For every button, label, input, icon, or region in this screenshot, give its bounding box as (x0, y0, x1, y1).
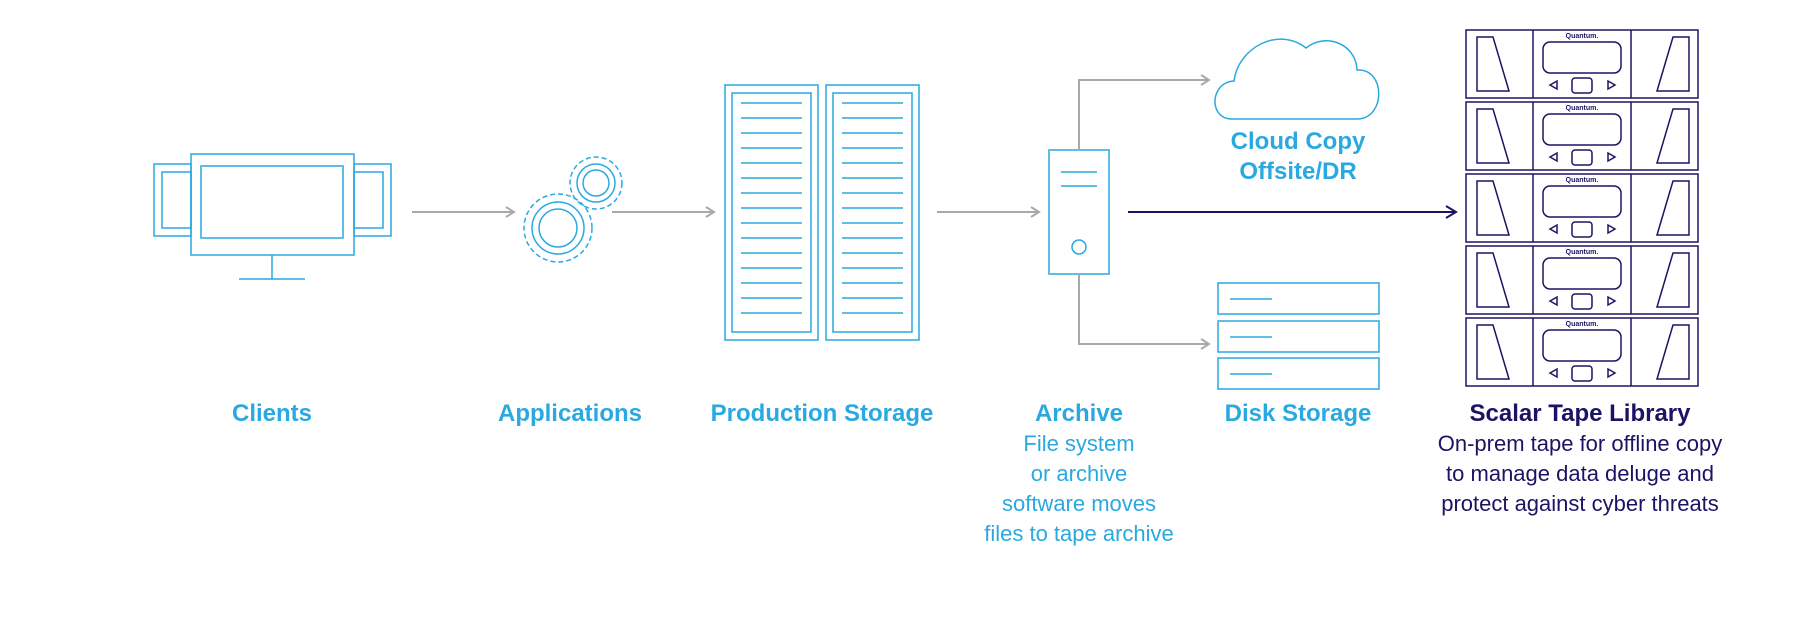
tape-slot-left (1476, 324, 1511, 380)
archive-desc-line: software moves (1001, 491, 1157, 516)
tape-module: Quantum. (1465, 245, 1699, 315)
tape-slot-right (1655, 324, 1690, 380)
disk-storage-label: Disk Storage (1224, 400, 1372, 427)
tape-slot-right (1655, 108, 1690, 164)
archive-label: Archive (1034, 400, 1124, 427)
tape-slot-left (1476, 180, 1511, 236)
tape-display (1542, 329, 1622, 362)
archive-label-group: Archive File system or archive software … (959, 399, 1199, 549)
archive-desc-line: or archive (1030, 461, 1128, 486)
cloud-copy-label-group: Cloud Copy Offsite/DR (1178, 127, 1418, 187)
tape-button (1571, 77, 1593, 94)
clients-label: Clients (231, 400, 312, 427)
tape-slot-left (1476, 36, 1511, 92)
tape-display (1542, 113, 1622, 146)
quantum-brand-logo: Quantum. (1566, 249, 1599, 256)
server-rack-icon (724, 84, 920, 341)
tape-display (1542, 41, 1622, 74)
arrow-archive-to-disk (1078, 274, 1211, 350)
tape-slot-left (1476, 108, 1511, 164)
tape-slot-right (1655, 36, 1690, 92)
tape-module: Quantum. (1465, 173, 1699, 243)
tape-slot-left (1476, 252, 1511, 308)
archive-desc-line: File system (1023, 431, 1135, 456)
tape-button (1571, 365, 1593, 382)
server-tower-icon (1048, 149, 1110, 275)
left-arrow-icon (1548, 151, 1558, 163)
arrow-archive-to-cloud (1078, 74, 1211, 150)
tape-display (1542, 257, 1622, 290)
tape-slot-right (1655, 180, 1690, 236)
tape-library-desc-line: to manage data deluge and (1446, 461, 1714, 486)
tape-slot-right (1655, 252, 1690, 308)
monitor-icon (153, 153, 392, 280)
right-arrow-icon (1607, 367, 1617, 379)
tape-library-icon: Quantum. Quantum. Quantum. Quantum. Quantum. (1465, 29, 1699, 387)
cloud-copy-sublabel: Offsite/DR (1239, 158, 1357, 185)
applications-label: Applications (497, 400, 642, 427)
quantum-brand-logo: Quantum. (1566, 177, 1599, 184)
production-storage-label: Production Storage (710, 400, 934, 427)
tape-display (1542, 185, 1622, 218)
tape-button (1571, 221, 1593, 238)
tape-button (1571, 293, 1593, 310)
quantum-brand-logo: Quantum. (1566, 321, 1599, 328)
tape-button (1571, 149, 1593, 166)
right-arrow-icon (1607, 151, 1617, 163)
cloud-copy-label: Cloud Copy (1230, 128, 1366, 155)
right-arrow-icon (1607, 223, 1617, 235)
archive-desc-line: files to tape archive (984, 521, 1174, 546)
tape-library-label-group: Scalar Tape Library On-prem tape for off… (1410, 399, 1750, 519)
tape-library-label: Scalar Tape Library (1469, 400, 1691, 427)
tape-library-desc-line: protect against cyber threats (1441, 491, 1719, 516)
quantum-brand-logo: Quantum. (1566, 33, 1599, 40)
cloud-icon (1214, 38, 1380, 120)
flow-arrows (412, 74, 1458, 350)
tape-library-desc-line: On-prem tape for offline copy (1437, 431, 1723, 456)
left-arrow-icon (1548, 79, 1558, 91)
left-arrow-icon (1548, 223, 1558, 235)
left-arrow-icon (1548, 367, 1558, 379)
gears-icon (523, 156, 623, 263)
left-arrow-icon (1548, 295, 1558, 307)
tape-module: Quantum. (1465, 101, 1699, 171)
right-arrow-icon (1607, 79, 1617, 91)
tape-module: Quantum. (1465, 29, 1699, 99)
quantum-brand-logo: Quantum. (1566, 105, 1599, 112)
tape-module: Quantum. (1465, 317, 1699, 387)
disk-stack-icon (1217, 282, 1380, 390)
right-arrow-icon (1607, 295, 1617, 307)
